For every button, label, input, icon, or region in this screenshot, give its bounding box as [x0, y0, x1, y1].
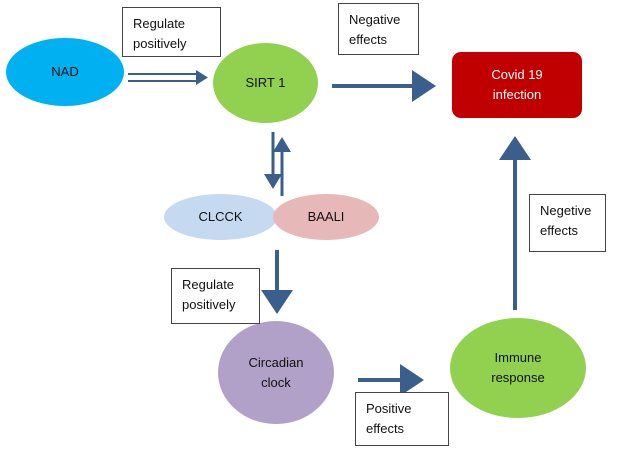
- node-baali-label: BAALI: [307, 209, 345, 224]
- label-positive-effects-bottom: Positive effects: [355, 392, 449, 446]
- node-nad: NAD: [6, 38, 124, 106]
- node-covid-label: Covid 19 infection: [491, 67, 543, 102]
- node-immune-label: Immune response: [491, 350, 545, 385]
- label-negative-effects-top: Negative effects: [338, 3, 419, 55]
- node-clcck-label: CLCCK: [198, 209, 243, 224]
- label-regulate-positively-mid: Regulate positively: [171, 268, 260, 324]
- node-nad-label: NAD: [51, 64, 79, 79]
- node-sirt1-label: SIRT 1: [245, 75, 286, 90]
- node-sirt1: SIRT 1: [213, 43, 318, 123]
- node-clcck: CLCCK: [164, 194, 277, 240]
- node-immune: Immune response: [450, 318, 586, 418]
- label-negetive-effects-right: Negetive effects: [529, 194, 606, 252]
- label-regulate-positively-top: Regulate positively: [122, 7, 221, 57]
- node-baali: BAALI: [273, 194, 379, 240]
- node-covid: Covid 19 infection: [452, 52, 582, 118]
- node-circadian: Circadian clock: [218, 321, 334, 424]
- node-circadian-label: Circadian clock: [248, 354, 304, 390]
- arrow-nad-to-sirt1: [128, 70, 208, 85]
